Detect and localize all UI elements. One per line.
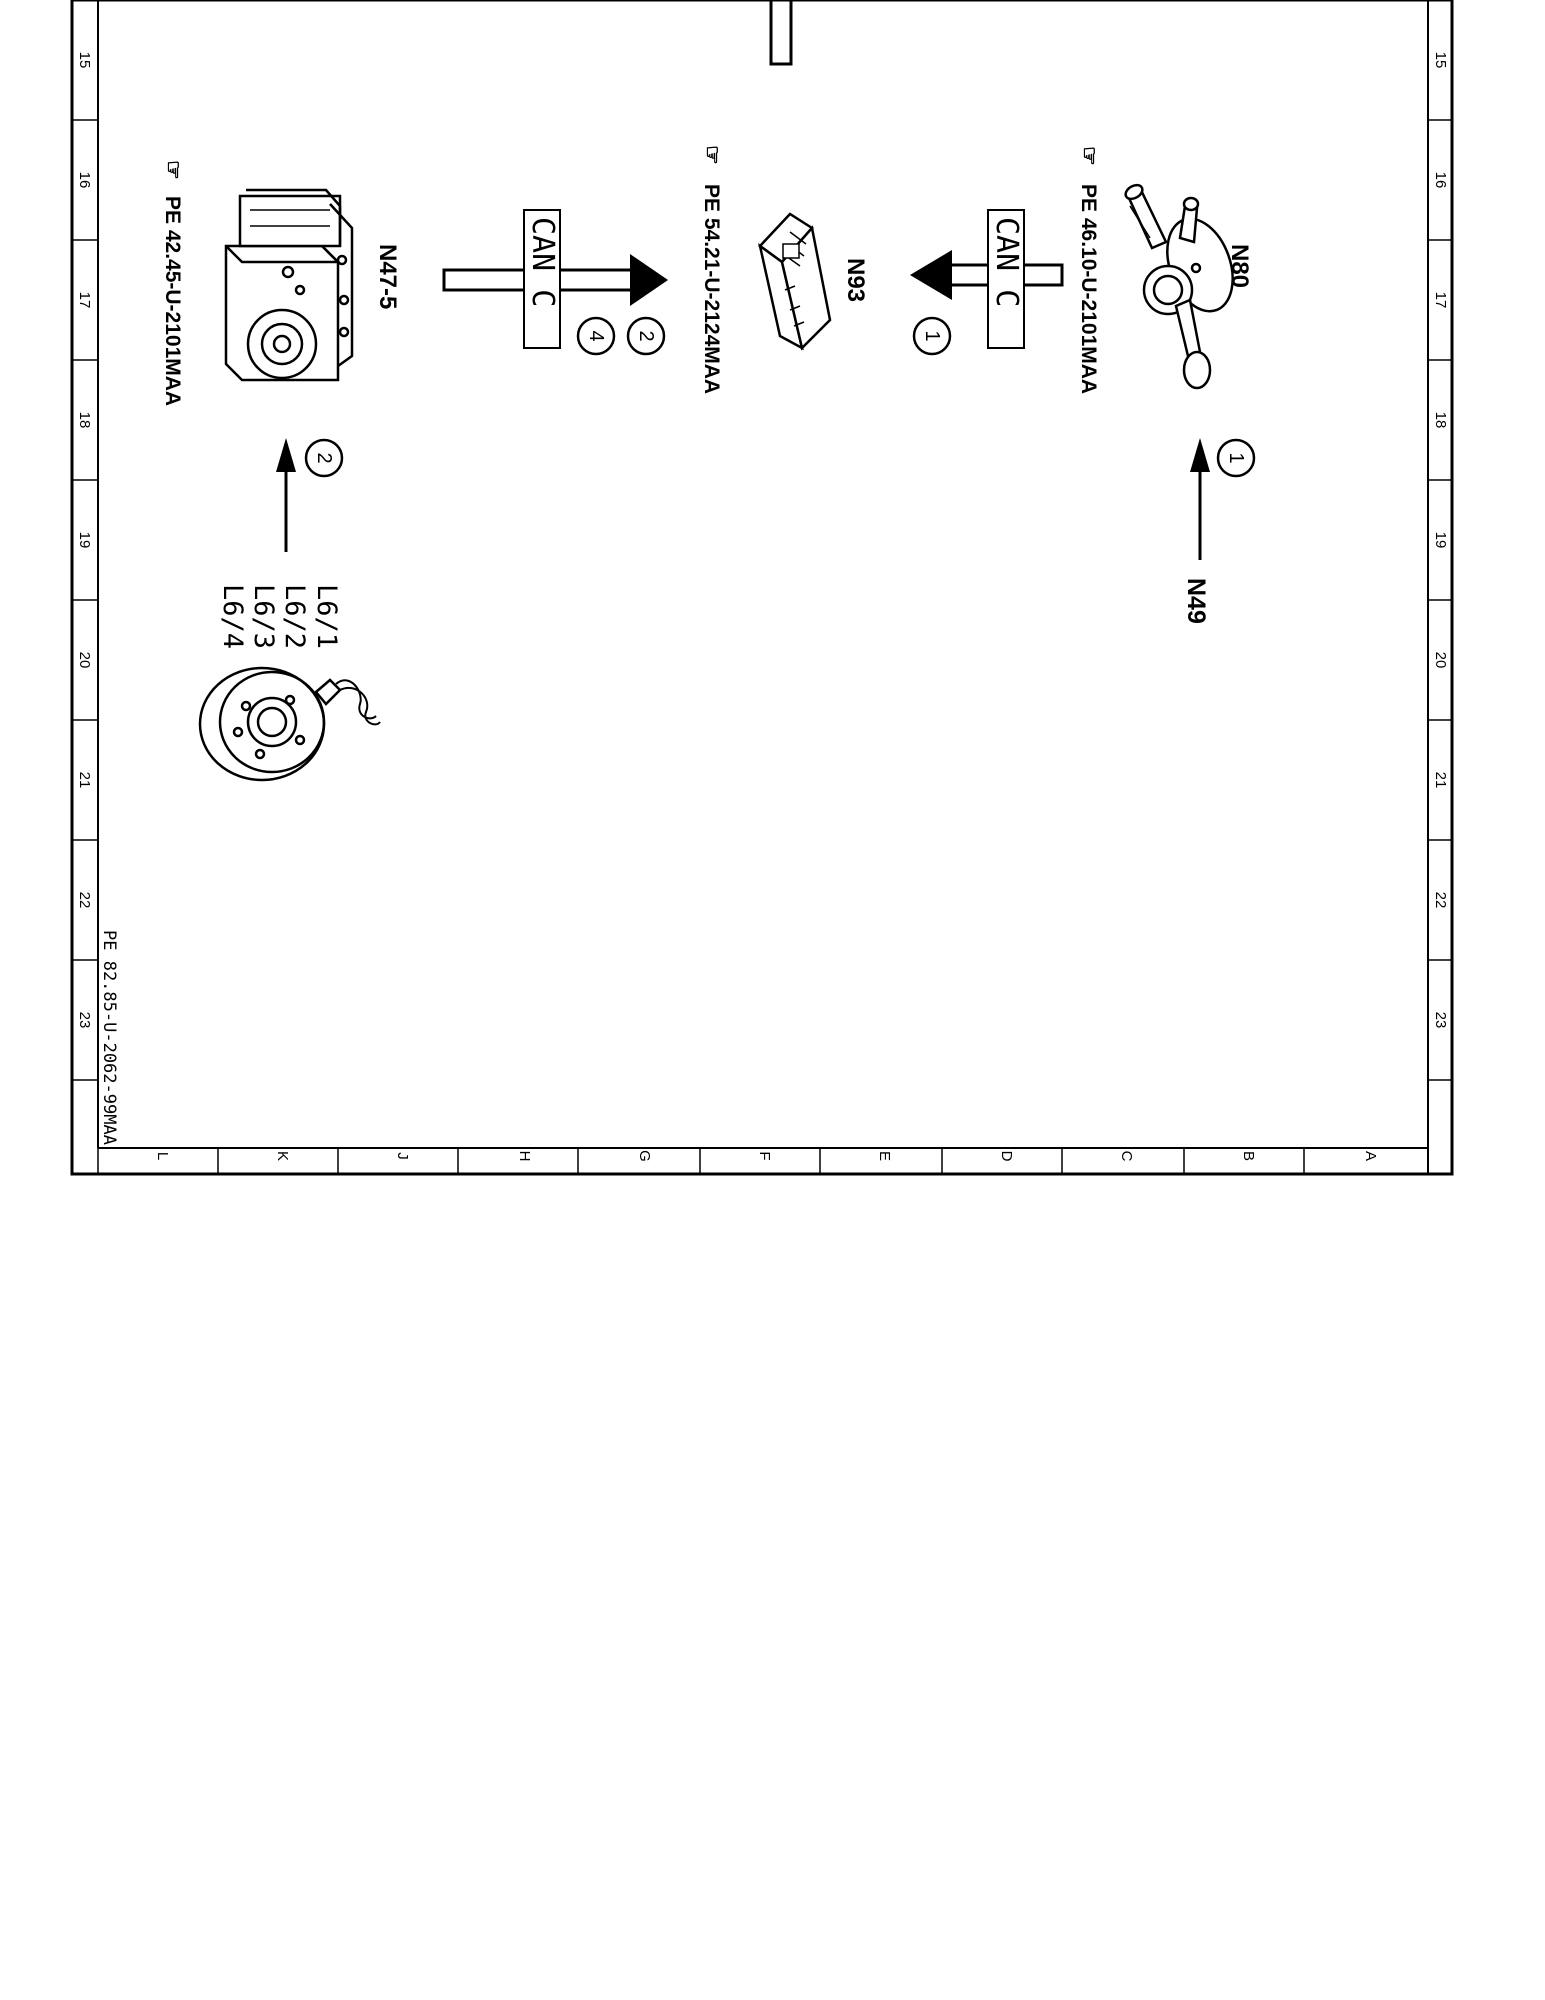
l6-marker-badge: 2 [304,438,344,478]
hand-pointer-icon: ☞ [700,145,725,165]
row-label-left: 18 [76,412,93,429]
column-label: B [1240,1151,1257,1161]
row-label-left: 21 [76,772,93,789]
row-label-left: 17 [76,292,93,309]
row-label-right: 17 [1432,292,1449,309]
row-label-right: 16 [1432,172,1449,189]
column-label: C [1118,1151,1135,1162]
n80-ref-label: PE 46.10-U-2101MAA [1077,184,1100,394]
connector-stub [769,0,793,66]
row-label-left: 20 [76,652,93,669]
can-c-lower-label: CAN C [525,217,560,307]
column-grid-ticks [97,1148,1429,1174]
l6-label-group: L6/1 L6/2 L6/3 L6/4 [217,584,342,649]
n93-code-label: N93 [842,258,869,302]
brake-disc-sensor-icon [198,666,381,782]
row-label-right: 23 [1432,1012,1449,1029]
can-c-upper-marker-text: 1 [921,330,943,341]
n80-ref-group: ☞ PE 46.10-U-2101MAA [1077,146,1102,394]
n93-module-icon [758,212,832,351]
l6-code-2: L6/2 [279,584,310,649]
n93-ref-label: PE 54.21-U-2124MAA [700,184,723,394]
n80-switch-icon [1124,183,1234,390]
l6-code-1: L6/1 [311,584,342,649]
column-label: L [154,1152,171,1160]
can-c-lower-marker-badge-2: 4 [576,316,616,356]
l6-code-3: L6/3 [248,584,279,649]
row-labels-right: 15 16 17 18 19 20 21 22 23 [1432,52,1449,1029]
row-label-left: 23 [76,1012,93,1029]
row-label-right: 21 [1432,772,1449,789]
n47-5-ref-label: PE 42.45-U-2101MAA [161,196,184,406]
column-label: D [998,1151,1015,1162]
column-label: J [394,1152,411,1160]
diagram-frame [70,0,1454,1176]
row-label-right: 22 [1432,892,1449,909]
row-label-left: 16 [76,172,93,189]
column-label: H [516,1151,533,1162]
column-label: E [876,1151,893,1161]
document-id: PE 82.85-U-2062-99MAA [99,930,119,1145]
l6-code-4: L6/4 [217,584,248,649]
row-label-right: 15 [1432,52,1449,69]
column-label: A [1362,1151,1379,1161]
row-label-right: 19 [1432,532,1449,549]
n49-marker-text: 1 [1225,452,1247,463]
n49-code-label: N49 [1182,578,1210,624]
row-label-left: 22 [76,892,93,909]
can-c-lower-marker-badge-1: 2 [626,316,666,356]
n93-ref-group: ☞ PE 54.21-U-2124MAA [700,145,725,394]
n49-signal-arrow [1190,438,1210,560]
column-label: F [756,1151,773,1160]
hand-pointer-icon: ☞ [1077,146,1102,166]
can-c-upper-marker-badge: 1 [912,316,952,356]
row-grid-ticks [72,0,1452,1081]
row-label-left: 19 [76,532,93,549]
l6-marker-text: 2 [313,452,335,463]
n47-5-unit-icon [224,188,354,382]
can-c-upper-arrow [910,250,1064,300]
row-label-left: 15 [76,52,93,69]
can-c-upper-box: CAN C [987,209,1025,349]
n47-5-ref-group: ☞ PE 42.45-U-2101MAA [161,160,186,406]
hand-pointer-icon: ☞ [161,160,186,180]
n47-5-code-label: N47-5 [374,244,401,309]
row-label-right: 20 [1432,652,1449,669]
n80-code-label: N80 [1226,244,1253,288]
can-c-upper-label: CAN C [989,217,1024,307]
column-label: K [274,1151,291,1161]
can-c-lower-marker-text-2: 4 [585,330,607,341]
can-c-lower-box: CAN C [523,209,561,349]
column-label: G [636,1150,653,1162]
row-labels-left: 15 16 17 18 19 20 21 22 23 [76,52,93,1029]
row-label-right: 18 [1432,412,1449,429]
l6-signal-arrow [276,438,296,552]
n49-marker-badge: 1 [1216,438,1256,478]
can-c-lower-marker-text-1: 2 [635,330,657,341]
